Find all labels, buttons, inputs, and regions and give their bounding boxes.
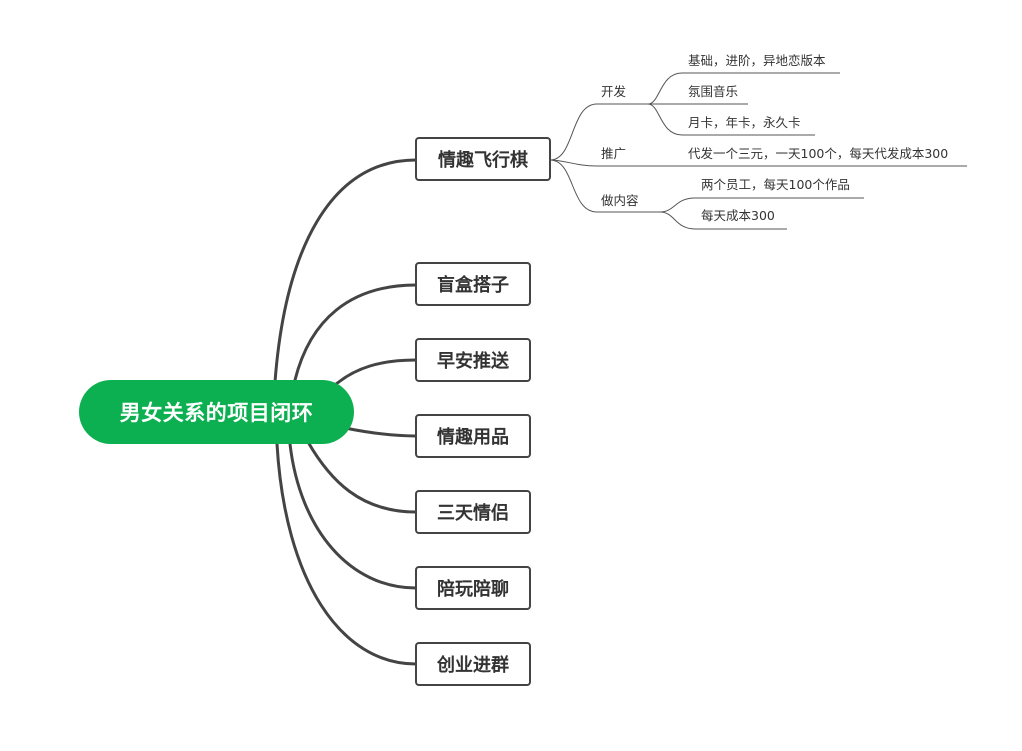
connector-leaf-2-0 — [659, 197, 864, 213]
connector-branch-1 — [293, 283, 418, 382]
root-topic-label: 男女关系的项目闭环 — [119, 401, 314, 425]
branch-topic-flying-chess[interactable]: 情趣飞行棋 — [415, 137, 551, 181]
branch-label: 情趣飞行棋 — [438, 150, 528, 171]
connector-branch-0 — [273, 158, 418, 384]
branch-topic-blind-box[interactable]: 盲盒搭子 — [415, 262, 531, 306]
subtopic-content[interactable]: 做内容 — [601, 193, 639, 208]
connector-branch-6 — [275, 442, 418, 666]
leaf-topic-music[interactable]: 氛围音乐 — [688, 84, 739, 99]
connector-branch-3 — [343, 426, 418, 438]
connector-leaf-0-2 — [647, 103, 815, 136]
connector-sub-content — [549, 159, 660, 213]
branch-topic-startup-group[interactable]: 创业进群 — [415, 642, 531, 686]
connector-leaf-2-1 — [659, 211, 787, 230]
leaf-topic-daily-cost[interactable]: 每天成本300 — [701, 208, 775, 223]
subtopic-promote[interactable]: 推广 — [601, 146, 627, 161]
leaf-topic-staff[interactable]: 两个员工，每天100个作品 — [701, 177, 850, 192]
connector-leaf-0-0 — [647, 72, 840, 105]
branch-topic-morning-push[interactable]: 早安推送 — [415, 338, 531, 382]
branch-label: 盲盒搭子 — [437, 275, 509, 296]
connector-sub-develop — [549, 103, 648, 161]
leaf-topic-versions[interactable]: 基础，进阶，异地恋版本 — [688, 53, 826, 68]
connector-branch-2 — [333, 358, 418, 387]
branch-label: 情趣用品 — [437, 427, 509, 448]
branch-topic-companion-chat[interactable]: 陪玩陪聊 — [415, 566, 531, 610]
connector-branch-5 — [288, 442, 418, 590]
root-topic[interactable]: 男女关系的项目闭环 — [79, 380, 354, 444]
connector-branch-4 — [306, 440, 418, 514]
branch-label: 陪玩陪聊 — [437, 579, 509, 600]
branch-topic-three-day-couple[interactable]: 三天情侣 — [415, 490, 531, 534]
leaf-topic-promo-cost[interactable]: 代发一个三元，一天100个，每天代发成本300 — [688, 146, 949, 161]
branch-topic-adult-products[interactable]: 情趣用品 — [415, 414, 531, 458]
subtopic-develop[interactable]: 开发 — [601, 84, 627, 99]
leaf-topic-cards[interactable]: 月卡，年卡，永久卡 — [688, 115, 801, 130]
branch-label: 创业进群 — [437, 655, 509, 676]
branch-label: 早安推送 — [437, 351, 509, 372]
branch-label: 三天情侣 — [437, 503, 509, 524]
